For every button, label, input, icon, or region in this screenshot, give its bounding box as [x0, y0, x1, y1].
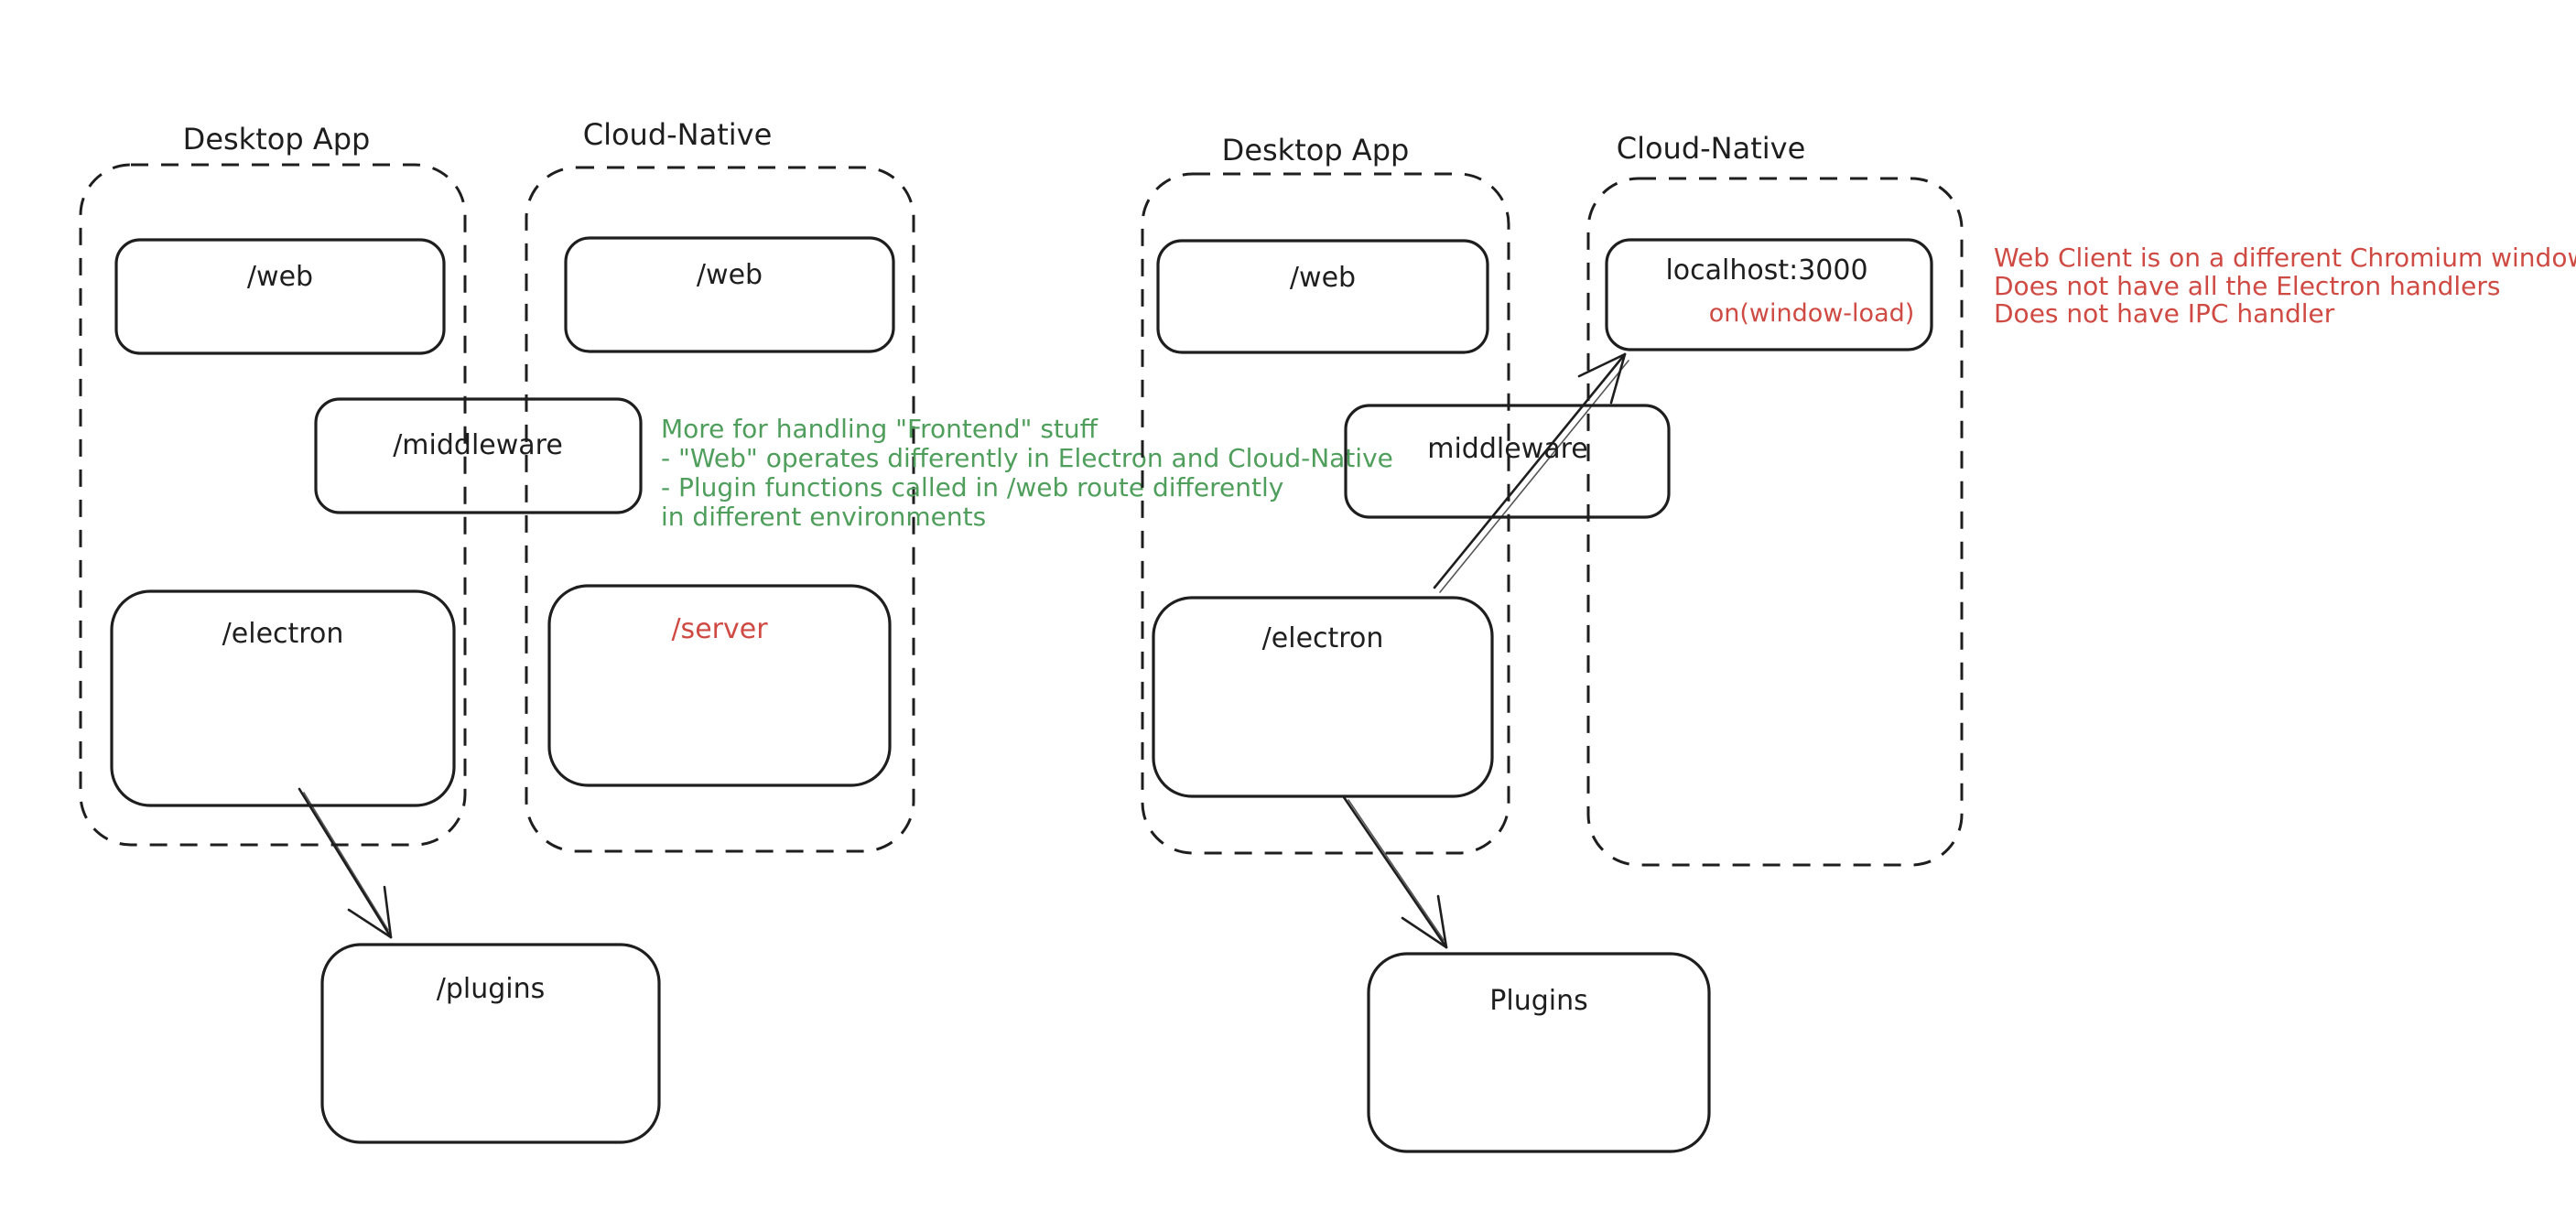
right-middleware-label: middleware	[1427, 433, 1588, 465]
red-note-line-2: Does not have all the Electron handlers	[1994, 271, 2501, 301]
right-cloud-container	[1586, 177, 1964, 867]
left-plugins-box	[320, 943, 661, 1144]
left-desktop-container	[79, 163, 467, 847]
right-red-note: Web Client is on a different Chromium wi…	[1994, 243, 2576, 329]
left-cloud-title: Cloud-Native	[583, 117, 773, 152]
left-cloud-web-label: /web	[697, 259, 763, 291]
right-electron-box	[1152, 596, 1494, 798]
left-electron-box	[110, 589, 456, 807]
right-cloud-title: Cloud-Native	[1617, 131, 1806, 166]
left-electron-label: /electron	[222, 618, 344, 650]
left-desktop-web-label: /web	[247, 261, 313, 293]
right-on-window-load-label: on(window-load)	[1709, 299, 1915, 328]
right-electron-to-localhost-arrow	[1433, 352, 1629, 593]
left-cloud-web-box	[564, 236, 895, 353]
green-note-line-1: More for handling "Frontend" stuff	[661, 414, 1099, 444]
red-note-line-3: Does not have IPC handler	[1994, 298, 2335, 329]
left-plugins-label: /plugins	[437, 973, 546, 1005]
right-plugins-label: Plugins	[1489, 985, 1587, 1017]
right-middleware-box	[1344, 404, 1671, 519]
right-plugins-box	[1367, 952, 1711, 1153]
right-electron-to-plugins-arrow	[1342, 795, 1448, 949]
left-middleware-label: /middleware	[393, 429, 563, 461]
left-middleware-box	[314, 397, 643, 514]
left-electron-to-plugins-arrow	[298, 787, 393, 939]
left-server-box	[547, 584, 892, 787]
right-localhost-box	[1605, 238, 1933, 351]
left-desktop-web-box	[114, 238, 446, 355]
green-note-line-2: - "Web" operates differently in Electron…	[661, 443, 1393, 473]
right-desktop-web-label: /web	[1290, 262, 1356, 294]
red-note-line-1: Web Client is on a different Chromium wi…	[1994, 243, 2576, 273]
left-desktop-title: Desktop App	[183, 122, 371, 157]
left-server-label: /server	[671, 613, 768, 645]
right-localhost-label: localhost:3000	[1665, 254, 1867, 286]
right-desktop-web-box	[1156, 239, 1489, 354]
right-desktop-title: Desktop App	[1222, 133, 1410, 168]
green-note-line-4: in different environments	[661, 502, 986, 532]
left-green-note: More for handling "Frontend" stuff - "We…	[661, 414, 1393, 532]
green-note-line-3: - Plugin functions called in /web route …	[661, 472, 1283, 503]
right-electron-label: /electron	[1262, 622, 1384, 654]
right-desktop-container	[1141, 172, 1510, 855]
